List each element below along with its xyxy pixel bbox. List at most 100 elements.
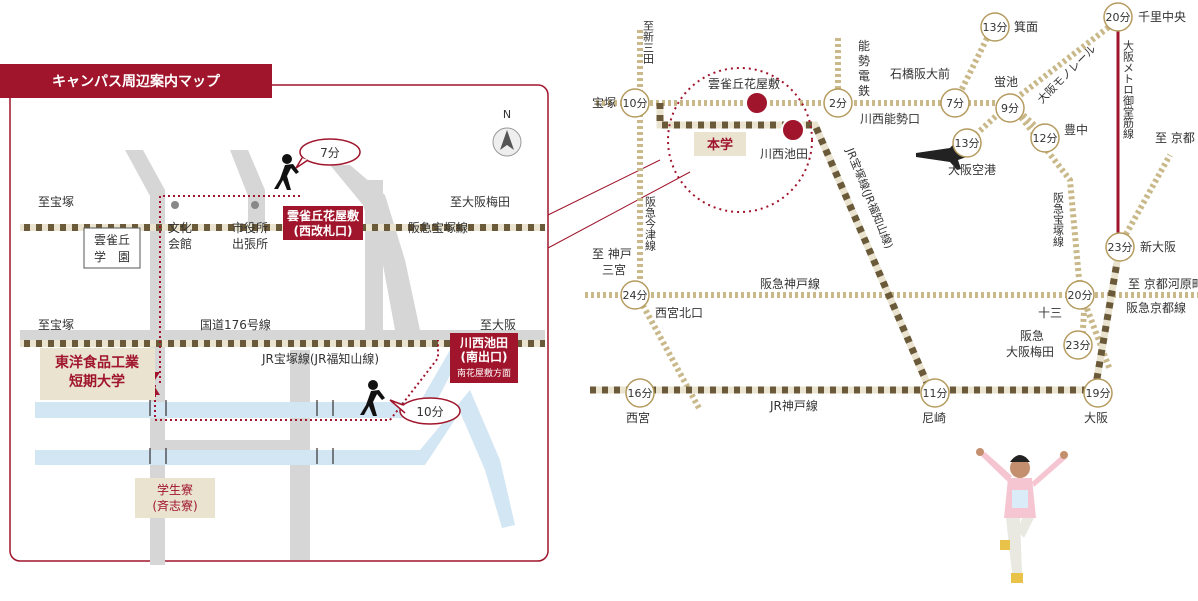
time-itami: 13分 [955, 137, 980, 150]
campus-badge [694, 132, 746, 156]
hibari-station-badge [283, 206, 363, 240]
walk-route-hibari [159, 195, 300, 385]
label-toyonaka: 豊中 [1064, 122, 1088, 137]
shiyakusho-label-2: 出張所 [232, 237, 268, 251]
label-nose-1: 能 [858, 39, 870, 53]
title-banner: キャンパス周辺案内マップ [0, 64, 272, 98]
label-umeda-1: 阪急 [1020, 328, 1044, 343]
page-title: キャンパス周辺案内マップ [52, 73, 221, 90]
bridges [149, 400, 334, 464]
rail-shinosaka-kyoto [1117, 153, 1173, 247]
svg-text:7分: 7分 [320, 146, 340, 160]
label-hankyu-kobe: 阪急神戸線 [760, 276, 820, 291]
label-jr-takarazuka: JR宝塚線(JR福知山線) [843, 145, 897, 251]
svg-text:雲雀丘: 雲雀丘 [94, 233, 130, 247]
label-senri: 千里中央 [1138, 9, 1186, 24]
college-box [40, 348, 155, 400]
svg-text:学 園: 学 園 [94, 249, 130, 264]
inset-frame [9, 84, 549, 562]
time-minoo: 13分 [983, 21, 1008, 34]
college-name-1: 東洋食品工業 [55, 354, 140, 371]
bunka-label-2: 会館 [168, 236, 192, 251]
label-nishinomiya: 西宮 [626, 410, 650, 425]
rail-network: 本学 10分 2分 13分 20分 7分 [585, 2, 1198, 425]
label-jr-kobe: JR神戸線 [769, 398, 818, 413]
time-circles [620, 2, 1135, 408]
shiyakusho-marker [251, 201, 259, 209]
zoom-connector [547, 159, 691, 249]
walk-time-10: 10分 [389, 397, 461, 425]
inset-to-osaka: 至大阪 [480, 318, 516, 332]
time-osaka: 19分 [1086, 387, 1111, 400]
label-to-kawaramachi: 至 京都河原町 [1128, 277, 1198, 291]
svg-text:南花屋敷方面: 南花屋敷方面 [457, 367, 511, 379]
time-toyonaka: 12分 [1033, 132, 1058, 145]
label-nose-4: 鉄 [858, 83, 870, 98]
label-hibari: 雲雀丘花屋敷 [708, 76, 780, 91]
label-ishibashi: 石橋阪大前 [890, 66, 950, 81]
label-to-sanda-2: 三宮 [602, 262, 626, 277]
route176-label: 国道176号線 [200, 317, 271, 332]
time-umeda: 23分 [1066, 339, 1091, 352]
label-nishinomiyakitaguchi: 西宮北口 [655, 305, 703, 320]
label-to-sanda-1: 至 神戸 [592, 247, 632, 261]
label-hankyu-kyoto: 阪急京都線 [1126, 300, 1186, 315]
label-shinosaka: 新大阪 [1140, 239, 1176, 254]
time-takarazuka: 10分 [623, 97, 648, 110]
svg-text:雲雀丘花屋敷: 雲雀丘花屋敷 [287, 208, 360, 223]
svg-text:10分: 10分 [416, 405, 443, 419]
label-osaka: 大阪 [1084, 411, 1108, 425]
time-hotarugaike: 9分 [1001, 102, 1019, 115]
label-amagasaki: 尼崎 [922, 411, 946, 425]
inset-to-takarazuka-bottom: 至宝塚 [38, 318, 74, 332]
dorm-name-1: 学生寮 [157, 482, 193, 497]
label-nose-2: 勢 [858, 53, 870, 68]
label-takarazuka: 宝塚 [592, 96, 616, 110]
label-nose-3: 電 [858, 69, 870, 83]
label-hankyu-takarazuka: 阪急宝塚線 [1052, 191, 1065, 247]
walk-time-7: 7分 [295, 138, 361, 169]
kawanishi-station-badge [450, 333, 518, 383]
label-kawanishi-ikeda: 川西池田 [760, 147, 808, 161]
inset-to-osaka-umeda: 至大阪梅田 [450, 194, 510, 209]
inset-jr-label: JR宝塚線(JR福知山線) [261, 351, 379, 366]
shiyakusho-label-1: 市役所 [232, 220, 268, 235]
dorm-name-2: (斉志寮) [152, 498, 197, 513]
hibari-station-marker [745, 91, 769, 115]
label-minoo: 箕面 [1014, 20, 1038, 34]
label-hotarugaike: 蛍池 [994, 75, 1018, 89]
time-senri: 20分 [1106, 11, 1131, 24]
dorm-box [135, 478, 215, 518]
walker-icon [274, 154, 299, 190]
college-name-2: 短期大学 [69, 373, 125, 390]
walk-route-kawanishi [154, 340, 439, 421]
mascot-illustration [976, 448, 1068, 583]
time-nishinomiya: 16分 [628, 387, 653, 400]
time-juso: 20分 [1068, 289, 1093, 302]
svg-text:(西改札口): (西改札口) [294, 223, 353, 238]
time-amagasaki: 11分 [923, 387, 948, 400]
north-compass: N [492, 108, 522, 157]
inset-hankyu-rail [20, 224, 545, 231]
bunka-marker [171, 201, 179, 209]
time-kawanishinose: 2分 [829, 97, 847, 110]
label-to-shinsanda: 至新三田 [642, 20, 655, 64]
inset-jr-rail [20, 340, 545, 347]
time-nishinomiyakitaguchi: 24分 [623, 289, 648, 302]
time-ishibashi: 7分 [946, 97, 964, 110]
inset-to-takarazuka-top: 至宝塚 [38, 195, 74, 209]
campus-label: 本学 [707, 137, 733, 153]
north-label: N [503, 108, 511, 121]
kawanishi-station-marker [781, 118, 805, 142]
label-itami: 大阪空港 [948, 163, 996, 177]
label-imazu: 阪急今津線 [644, 195, 657, 251]
gakuen-box [83, 227, 141, 269]
label-midosuji: 大阪メトロ御堂筋線 [1122, 39, 1135, 139]
svg-text:(南出口): (南出口) [461, 349, 508, 364]
time-shinosaka: 23分 [1108, 241, 1133, 254]
inset-map: N 7分 10分 至宝塚 至大阪梅田 文化 会館 市役所 出張所 雲雀丘 [9, 84, 549, 565]
inset-hankyu-label: 阪急宝塚線 [408, 220, 468, 235]
label-kawanishinose: 川西能勢口 [860, 111, 920, 126]
svg-text:川西池田: 川西池田 [459, 335, 508, 350]
